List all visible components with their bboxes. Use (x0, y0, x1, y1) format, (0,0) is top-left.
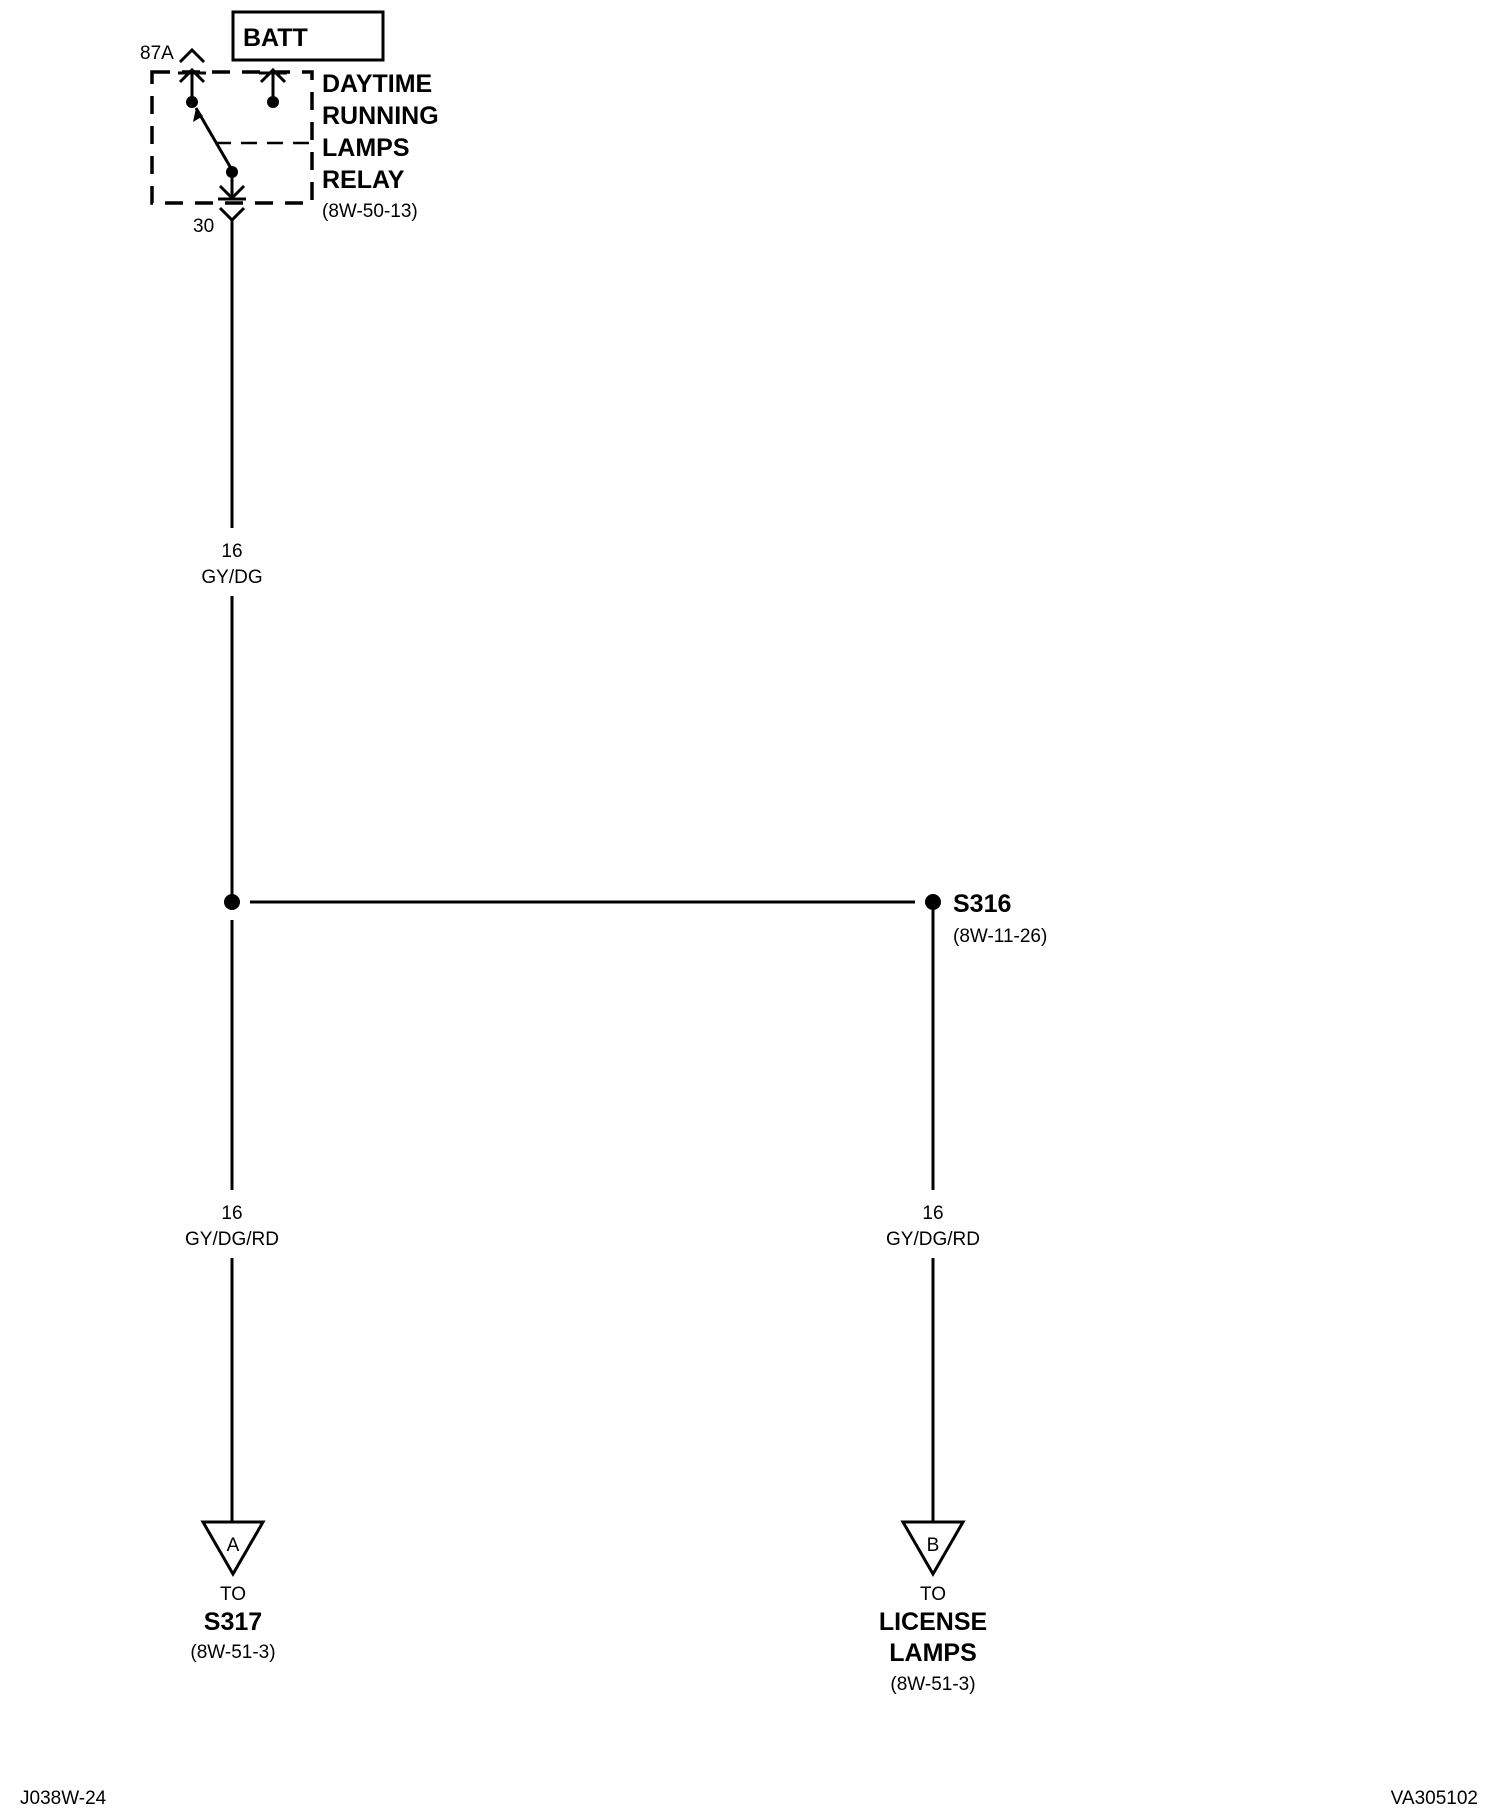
wire-left-gauge: 16 (221, 1203, 242, 1224)
daytime-running-lamps-relay: 87A 30 DAYTIME RUNNING LAMPS RELAY (8W-5… (140, 43, 439, 237)
common-contact-dot (226, 166, 238, 178)
splice-dot (925, 894, 941, 910)
batt-box: BATT (231, 10, 385, 62)
pin-87a-arrow (178, 47, 206, 64)
wire-left-color: GY/DG/RD (185, 1229, 279, 1250)
contact-87a-arrow (178, 67, 206, 84)
splice-id: S316 (953, 890, 1011, 918)
wire-left-gy-dg-rd: 16 GY/DG/RD (185, 920, 279, 1522)
splice-ref: (8W-11-26) (953, 926, 1047, 947)
pin-30-label: 30 (193, 216, 214, 237)
relay-housing (150, 70, 314, 205)
switch-arm-arrowhead (193, 108, 203, 122)
connector-b-to: TO (920, 1584, 946, 1605)
junction-dot (224, 894, 240, 910)
connector-a-letter: A (227, 1535, 240, 1556)
contact-87-dot (267, 96, 279, 108)
connector-b-dest-line-2: LAMPS (889, 1639, 977, 1667)
connector-b-letter: B (927, 1535, 940, 1556)
connector-a-to: TO (220, 1584, 246, 1605)
contact-87a-dot (186, 96, 198, 108)
connector-b-dest-line-1: LICENSE (879, 1608, 987, 1636)
wire-top-color: GY/DG (201, 567, 262, 588)
wire-top-gauge: 16 (221, 541, 242, 562)
pin-30-arrow (218, 206, 246, 223)
pin-87a-label: 87A (140, 43, 174, 64)
connector-a-dest-line-1: S317 (204, 1608, 262, 1636)
splice-s316: S316 (8W-11-26) (925, 890, 1047, 947)
switch-arm (194, 107, 234, 171)
relay-name-line-4: RELAY (322, 166, 405, 194)
connector-a: A TO S317 (8W-51-3) (190, 1520, 276, 1663)
relay-name-line-2: RUNNING (322, 102, 439, 130)
relay-ref: (8W-50-13) (322, 201, 418, 222)
connector-b-ref: (8W-51-3) (890, 1674, 975, 1695)
wire-right-color: GY/DG/RD (886, 1229, 980, 1250)
wire-right-gy-dg-rd: 16 GY/DG/RD (886, 910, 980, 1522)
connector-b-triangle (900, 1520, 966, 1578)
connector-a-ref: (8W-51-3) (190, 1642, 275, 1663)
contact-87-arrow (259, 67, 287, 84)
relay-name-line-3: LAMPS (322, 134, 410, 162)
wire-right-gauge: 16 (922, 1203, 943, 1224)
footer-right-code: VA305102 (1391, 1788, 1478, 1809)
connector-b: B TO LICENSE LAMPS (8W-51-3) (879, 1520, 987, 1695)
footer-left-code: J038W-24 (20, 1788, 107, 1809)
batt-label: BATT (243, 24, 308, 52)
connector-a-triangle (200, 1520, 266, 1578)
wire-gy-dg: 16 GY/DG (201, 220, 263, 902)
relay-name-line-1: DAYTIME (322, 70, 432, 98)
